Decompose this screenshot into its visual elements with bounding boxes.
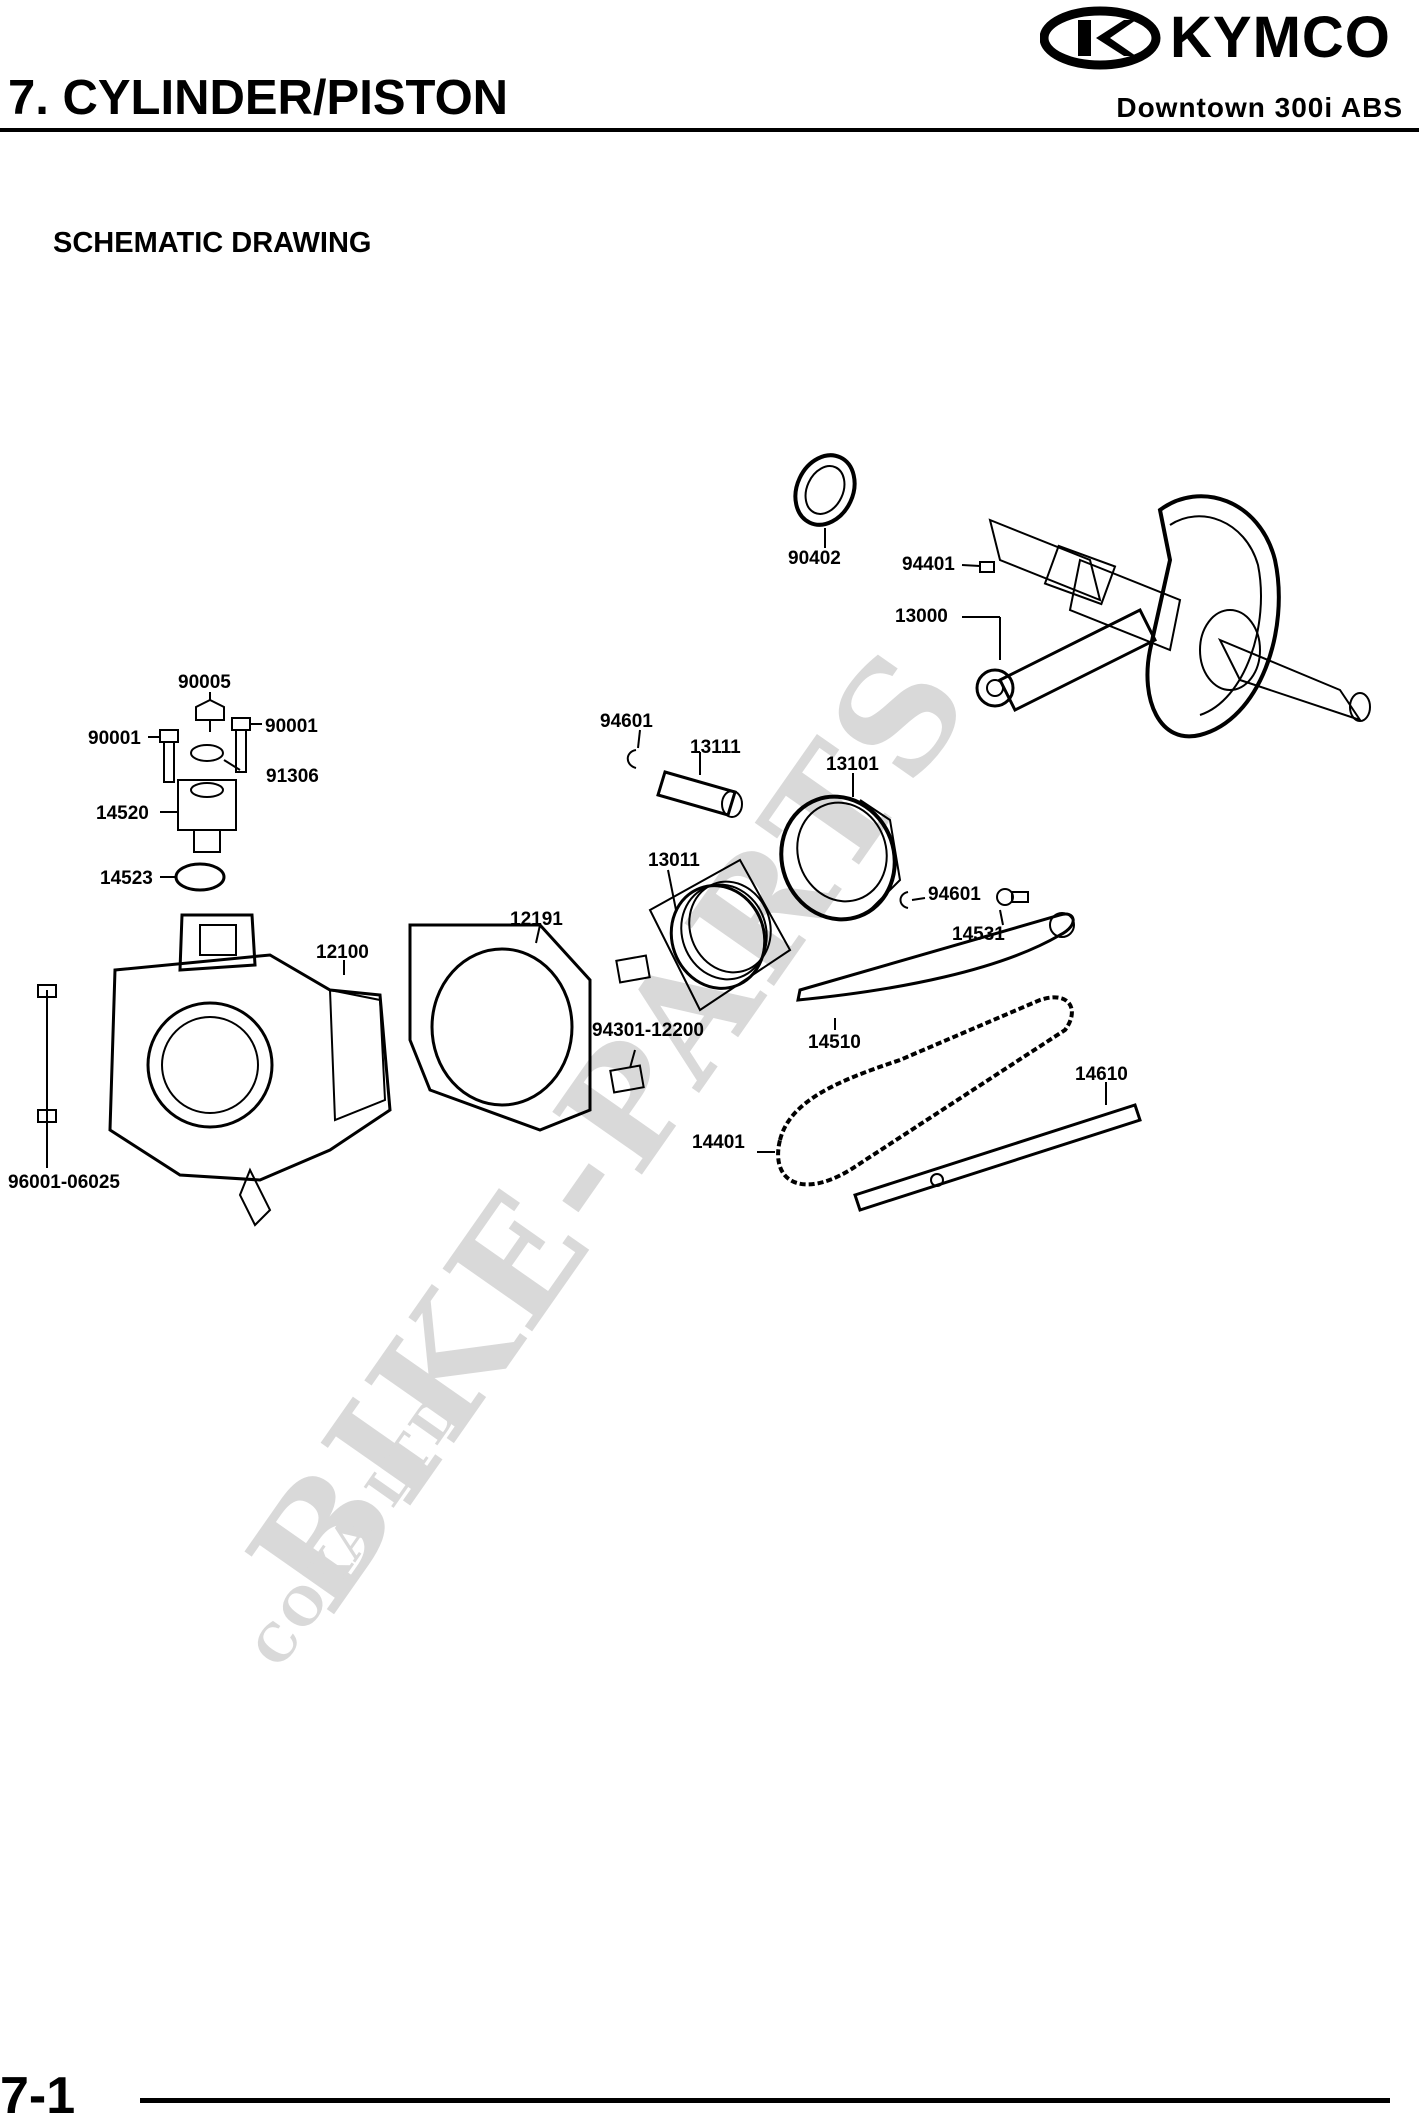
part-label-14523: 14523 (100, 868, 153, 889)
part-label-13101: 13101 (826, 754, 879, 775)
bolt-90005 (195, 698, 225, 732)
bolt-90001-right (231, 717, 251, 773)
exploded-parts-diagram: 90402 94401 13000 90005 90001 90001 9130… (8, 453, 1371, 1227)
kymco-logo (1040, 6, 1161, 70)
chain-guide-14610 (853, 1103, 1142, 1212)
part-label-90005: 90005 (178, 672, 231, 693)
stud-bolts-96001 (37, 984, 57, 1160)
piston-rings-13011 (648, 858, 792, 1012)
section-heading: SCHEMATIC DRAWING (53, 227, 372, 259)
gasket-14523 (174, 862, 226, 892)
part-label-94601-top: 94601 (600, 711, 653, 732)
chapter-title: 7. CYLINDER/PISTON (8, 71, 509, 125)
clip-94601-right (899, 891, 909, 909)
model-name: Downtown 300i ABS (1116, 92, 1403, 123)
key-94401 (979, 561, 995, 573)
footer-rule (140, 2098, 1390, 2103)
part-label-90001-left: 90001 (88, 728, 141, 749)
part-label-94301-12200: 94301-12200 (592, 1020, 704, 1041)
part-label-12100: 12100 (316, 942, 369, 963)
piston-pin-13111 (656, 770, 743, 818)
part-label-94601-right: 94601 (928, 884, 981, 905)
cylinder-12100 (108, 913, 392, 1227)
part-label-94401: 94401 (902, 554, 955, 575)
washer-90402 (793, 453, 857, 527)
part-label-90001-right: 90001 (265, 716, 318, 737)
part-label-14510: 14510 (808, 1032, 861, 1053)
washer-91306 (190, 744, 224, 762)
clip-94601-left (626, 749, 637, 769)
part-label-12191: 12191 (510, 909, 563, 930)
crankshaft-13000 (975, 494, 1371, 739)
cam-chain-14401 (776, 995, 1074, 1187)
dowel-pins-94301 (609, 954, 651, 1094)
tensioner-arm-14510 (796, 912, 1075, 1002)
brand-name: KYMCO (1170, 5, 1391, 70)
part-label-14531: 14531 (952, 924, 1005, 945)
page-number: 7-1 (0, 2067, 76, 2125)
bolt-90001-left (159, 729, 179, 783)
bolt-14531 (996, 888, 1029, 906)
part-label-14520: 14520 (96, 803, 149, 824)
part-label-96001-06025: 96001-06025 (8, 1172, 120, 1193)
part-label-91306: 91306 (266, 766, 319, 787)
tensioner-14520 (177, 779, 237, 853)
part-label-13000: 13000 (895, 606, 948, 627)
part-label-13011: 13011 (648, 850, 700, 871)
part-label-14610: 14610 (1075, 1064, 1128, 1085)
part-label-13111: 13111 (690, 737, 741, 758)
gasket-12191 (408, 923, 592, 1132)
part-label-90402: 90402 (788, 548, 841, 569)
header-rule (0, 128, 1419, 132)
piston-13101 (779, 794, 902, 922)
part-label-14401: 14401 (692, 1132, 745, 1153)
